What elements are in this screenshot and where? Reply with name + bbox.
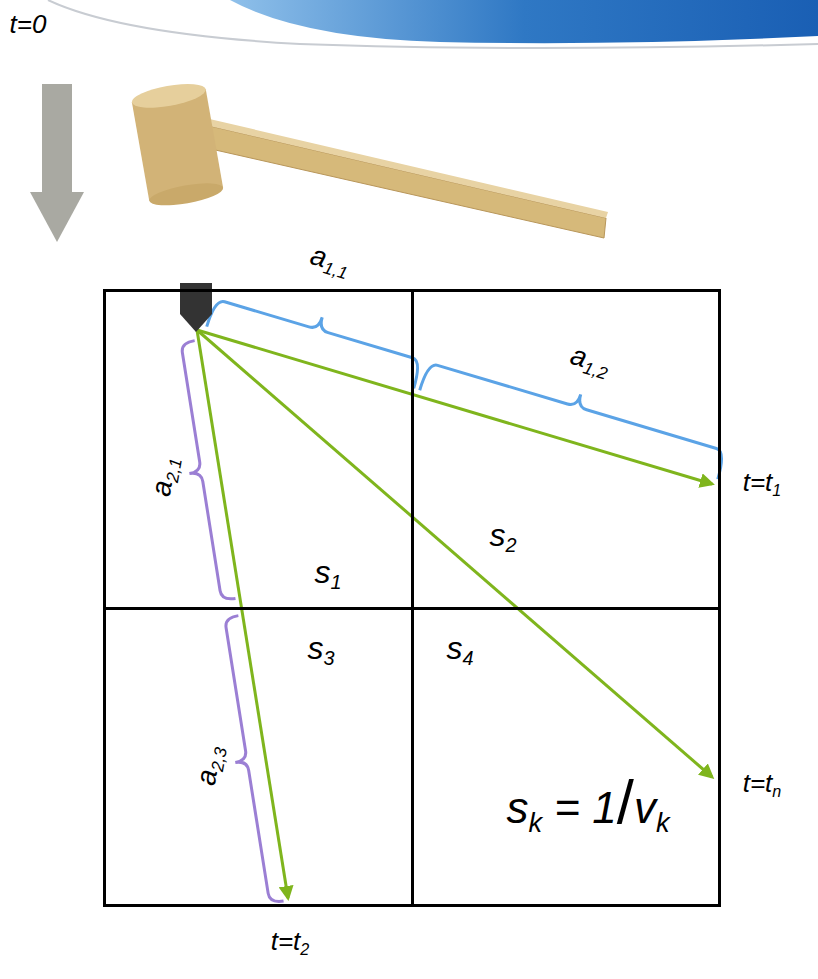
cell-label: s2 bbox=[486, 518, 519, 557]
motion-arrow-head bbox=[30, 192, 84, 242]
header-arc bbox=[48, 0, 818, 48]
grid-cell: s3 bbox=[103, 607, 414, 907]
cell-label: s4 bbox=[446, 631, 473, 670]
brace-path bbox=[207, 286, 426, 388]
arrival-time-label: t=t2 bbox=[271, 927, 310, 959]
ray bbox=[197, 330, 288, 898]
grid-cell: s1 bbox=[103, 289, 414, 610]
hammer-head-bottom bbox=[148, 179, 225, 210]
path-length-label: a2,1 bbox=[146, 455, 186, 500]
ray bbox=[197, 330, 712, 777]
hammer-head-top bbox=[130, 79, 207, 112]
path-length-label: a1,1 bbox=[306, 240, 353, 283]
hammer-handle-top bbox=[184, 114, 608, 218]
motion-arrow-shaft bbox=[42, 84, 72, 194]
path-length-label: a2,3 bbox=[191, 744, 231, 789]
arrival-time-label: t=t1 bbox=[743, 468, 782, 500]
path-length-brace bbox=[207, 286, 426, 388]
formula: sk = 1/vk bbox=[503, 768, 672, 838]
path-length-label: a1,2 bbox=[566, 340, 614, 384]
grid-cell: s4 sk = 1/vk bbox=[411, 607, 721, 907]
hammer-handle bbox=[180, 120, 606, 238]
grid-cell: s2 bbox=[411, 289, 721, 610]
ray bbox=[197, 330, 712, 484]
cell-label: s3 bbox=[307, 631, 334, 670]
time-label: t=0 bbox=[10, 10, 47, 39]
cell-label: s1 bbox=[314, 555, 341, 594]
arrival-time-label: t=tn bbox=[743, 769, 782, 801]
hammer-head bbox=[130, 79, 225, 209]
header-band bbox=[230, 0, 818, 43]
